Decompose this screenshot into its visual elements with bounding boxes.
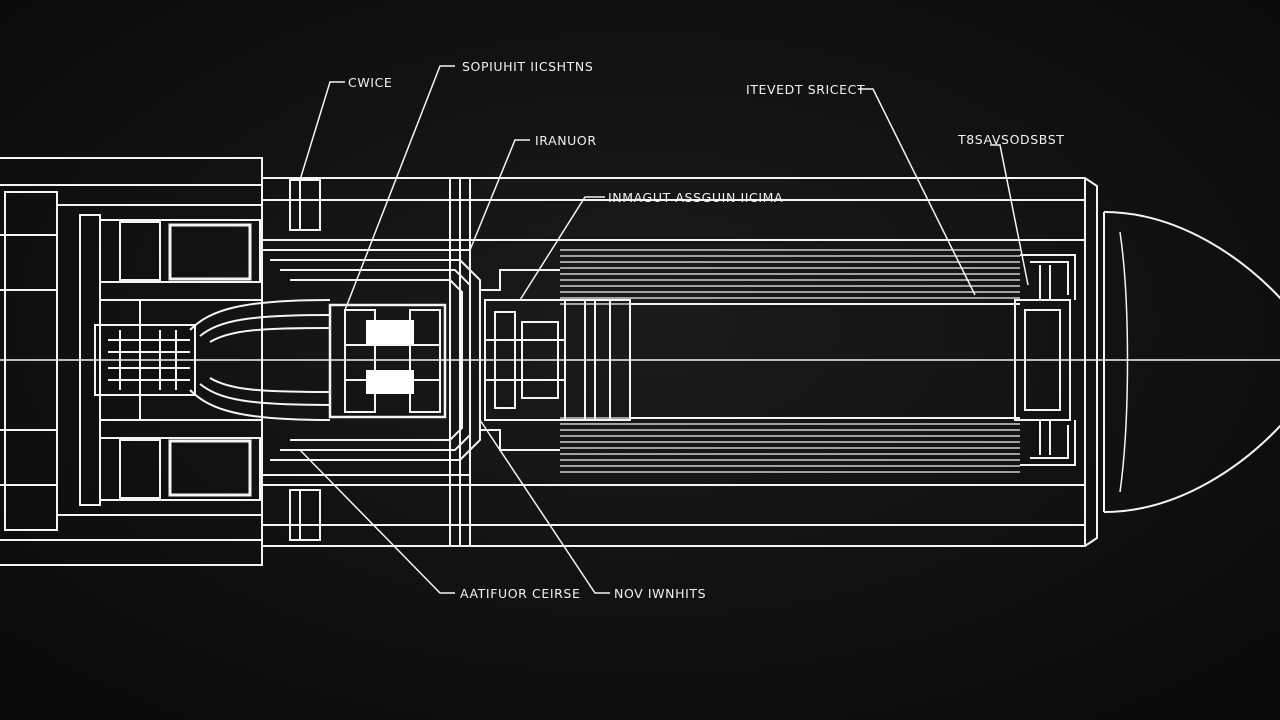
leader-transport-sensor — [990, 144, 1029, 286]
front-collar — [1014, 254, 1076, 466]
leader-transor — [469, 139, 530, 251]
nose-cone — [1103, 211, 1280, 513]
label-tevedt-sricect: ITEVEDT SRICECT — [746, 82, 865, 97]
label-magnet-assembly: INMAGUT ASSGUIN IICIMA — [608, 190, 783, 205]
rear-section — [0, 157, 263, 566]
leader-nov-inhnits — [479, 419, 610, 594]
label-cwice: CWICE — [348, 75, 392, 90]
blueprint-drawing — [0, 65, 1280, 594]
leader-cwice — [299, 81, 345, 181]
coil-core — [630, 303, 1020, 419]
leader-lines — [299, 65, 1029, 594]
coupling-flange — [480, 269, 631, 451]
label-antifuor-cerise: AATIFUOR CEIRSE — [460, 586, 580, 601]
piston-housing — [270, 259, 481, 461]
label-supply-controls: SOPIUHIT IICSHTNS — [462, 59, 593, 74]
inner-bell — [189, 299, 331, 421]
leader-magnet-assembly — [519, 196, 605, 301]
leader-supply-controls — [344, 65, 455, 311]
leader-tevedt-sricect — [858, 88, 976, 296]
piston-filled-blocks — [366, 320, 414, 394]
leader-antifuor-cerise — [299, 449, 455, 594]
label-transport-sensor: T8SAVSODSBST — [957, 132, 1065, 147]
callout-labels: CWICE SOPIUHIT IICSHTNS ITEVEDT SRICECT … — [348, 59, 1065, 601]
label-transor: IRANUOR — [535, 133, 597, 148]
label-nov-inhnits: NOV IWNHITS — [614, 586, 706, 601]
